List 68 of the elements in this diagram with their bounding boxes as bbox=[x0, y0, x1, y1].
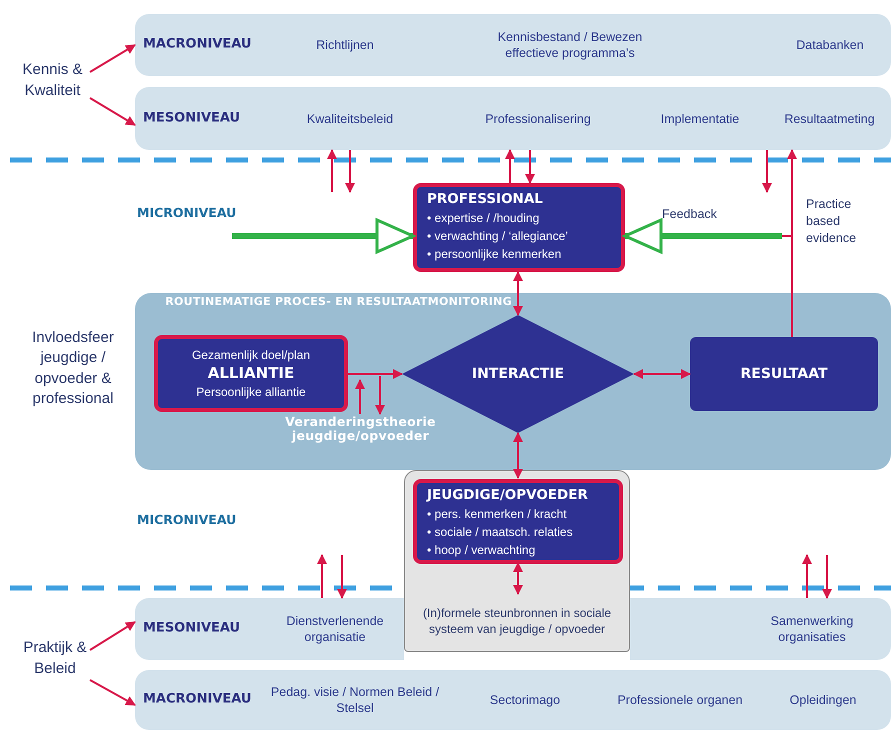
arrow bbox=[513, 432, 523, 479]
band-item: Kennisbestand / Bewezen effectieve programma’s bbox=[496, 28, 644, 62]
zone-panel bbox=[135, 293, 891, 470]
card-title: JEUGDIGE/OPVOEDER bbox=[427, 487, 589, 505]
arrow bbox=[232, 218, 414, 254]
arrow bbox=[633, 369, 691, 379]
arrow bbox=[802, 554, 812, 598]
process-box bbox=[690, 337, 878, 411]
card-title: ALLIANTIE bbox=[208, 363, 294, 384]
side-label: Invloedsfeer jeugdige / opvoeder & professional bbox=[31, 328, 115, 409]
arrow bbox=[89, 621, 136, 651]
arrow bbox=[89, 44, 136, 73]
bullet-item: • expertise / /houding bbox=[427, 210, 540, 227]
band-item: Professionele organen bbox=[616, 692, 744, 708]
bullet-item: • persoonlijke kenmerken bbox=[427, 246, 562, 263]
band-item: Opleidingen bbox=[788, 692, 858, 708]
arrow bbox=[513, 271, 523, 316]
band-item: Kwaliteitsbeleid bbox=[306, 110, 394, 127]
bullet-item: • verwachting / ‘allegiance’ bbox=[427, 228, 569, 245]
band-item: Databanken bbox=[795, 36, 865, 54]
arrow bbox=[822, 555, 832, 599]
level-heading: MESONIVEAU bbox=[143, 110, 242, 127]
level-heading: MICRONIVEAU bbox=[137, 512, 238, 529]
arrow bbox=[624, 218, 782, 254]
note-text: Feedback bbox=[662, 206, 718, 223]
process-box bbox=[154, 335, 348, 412]
node-text: (In)formele steunbronnen in sociale systeem van jeugdige / opvoeder bbox=[422, 604, 612, 638]
bullet-item: • sociale / maatsch. relaties bbox=[427, 524, 574, 541]
note-text: Practice based evidence bbox=[806, 196, 858, 247]
card-title: PROFESSIONAL bbox=[427, 191, 544, 209]
zone-caption: Veranderingstheorie jeugdige/opvoeder bbox=[284, 415, 437, 444]
arrow bbox=[762, 150, 772, 193]
arrow bbox=[505, 149, 515, 183]
band-item: Samenwerking organisaties bbox=[770, 612, 854, 646]
band-item: Sectorimago bbox=[488, 692, 562, 708]
arrow bbox=[348, 369, 403, 379]
level-heading: MACRONIVEAU bbox=[143, 36, 252, 54]
band-item: Professionalisering bbox=[484, 110, 592, 127]
process-box bbox=[413, 479, 623, 564]
level-band bbox=[135, 14, 891, 76]
arrow bbox=[337, 555, 347, 599]
arrow bbox=[90, 679, 136, 706]
side-label: Praktijk & Beleid bbox=[22, 638, 88, 678]
arrow bbox=[345, 150, 355, 193]
level-heading: MICRONIVEAU bbox=[137, 205, 238, 222]
band-item: Dienstverlenende organisatie bbox=[285, 612, 385, 646]
bullet-item: • hoop / verwachting bbox=[427, 542, 536, 559]
band-item: Richtlijnen bbox=[315, 36, 375, 54]
zone-title: ROUTINEMATIGE PROCES- EN RESULTAATMONITORING bbox=[164, 296, 512, 309]
band-item: Pedag. visie / Normen Beleid / Stelsel bbox=[270, 684, 440, 716]
arrow bbox=[317, 554, 327, 598]
arrow bbox=[787, 149, 797, 337]
arrow bbox=[89, 97, 136, 126]
arrow bbox=[327, 149, 337, 192]
group-box bbox=[404, 470, 630, 652]
band-item: Resultaatmeting bbox=[783, 110, 876, 127]
arrow bbox=[513, 562, 523, 595]
card-text: Persoonlijke alliantie bbox=[196, 384, 306, 400]
box-label: RESULTAAT bbox=[740, 366, 828, 382]
diamond-label: INTERACTIE bbox=[472, 366, 564, 382]
level-band bbox=[135, 87, 891, 150]
bullet-item: • pers. kenmerken / kracht bbox=[427, 506, 568, 523]
process-box bbox=[413, 183, 625, 272]
level-band bbox=[135, 670, 891, 730]
card-text: Gezamenlijk doel/plan bbox=[192, 347, 310, 364]
arrow bbox=[525, 150, 535, 184]
band-item: Implementatie bbox=[660, 110, 740, 127]
side-label: Kennis & Kwaliteit bbox=[21, 60, 84, 101]
